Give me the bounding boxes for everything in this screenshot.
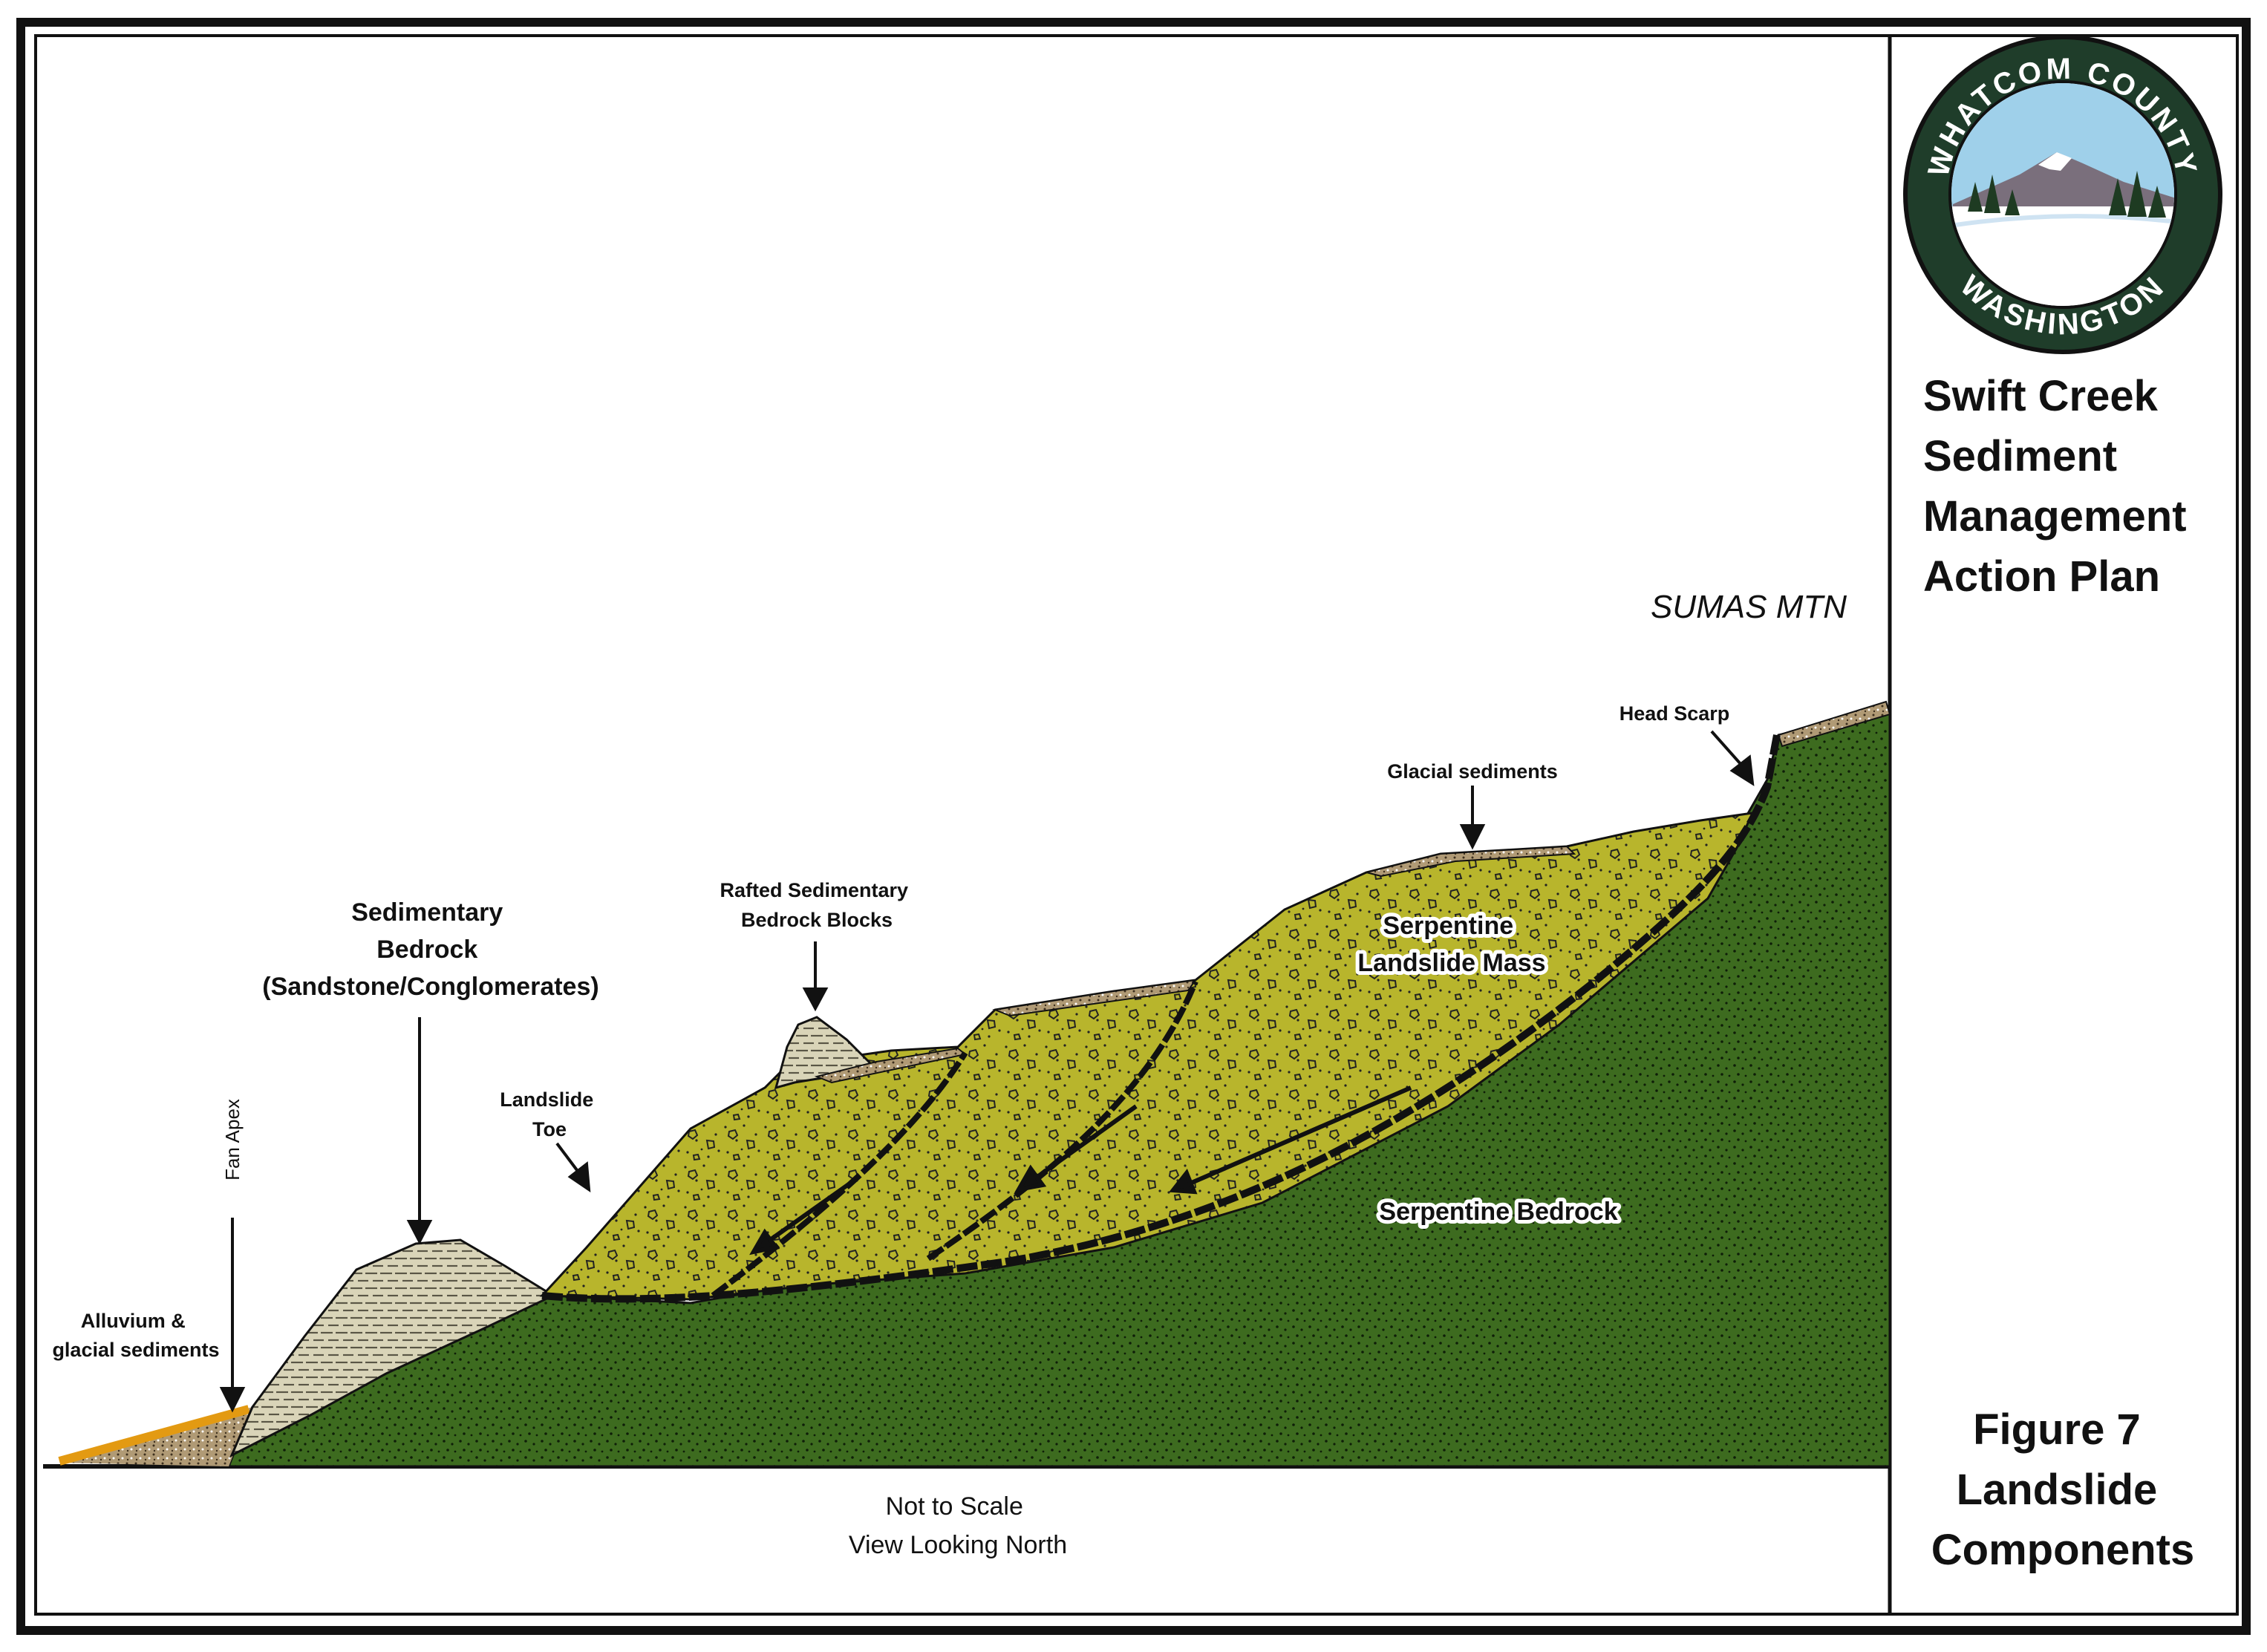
serpentine-bedrock-label: Serpentine Bedrock xyxy=(1379,1198,1617,1226)
glacial-cap-2 xyxy=(992,979,1198,1017)
inner-border xyxy=(34,34,2239,1616)
glacial-cap-1 xyxy=(814,1047,968,1084)
alluvium-label: Alluvium & glacial sediments xyxy=(52,1310,219,1361)
plan-title: Swift Creek Sediment Management Action P… xyxy=(1923,372,2199,601)
landslide-mass-label: Serpentine Landslide Mass xyxy=(1357,912,1545,977)
sedimentary-bedrock-label: Sedimentary Bedrock (Sandstone/Conglomer… xyxy=(262,898,598,1001)
rafted-blocks-label: Rafted Sedimentary Bedrock Blocks xyxy=(720,879,913,931)
whatcom-county-logo: WHATCOM COUNTY WASHINGTON xyxy=(1903,35,2222,354)
head-scarp-label: Head Scarp xyxy=(1619,702,1730,725)
internal-slip-surface-1 xyxy=(711,1051,968,1299)
glacial-cap-3 xyxy=(1366,845,1576,878)
fan-apex-label: Fan Apex xyxy=(221,1099,244,1181)
glacial-cap-4 xyxy=(1777,700,1891,748)
sedimentary-bedrock-layer xyxy=(229,1238,556,1458)
internal-slip-surface-2 xyxy=(926,980,1198,1261)
cross-section xyxy=(58,700,1891,1468)
location-label: SUMAS MTN xyxy=(1651,589,1847,625)
figure-caption: Figure 7 Landslide Components xyxy=(1931,1405,2194,1574)
footer-note: Not to Scale View Looking North xyxy=(849,1492,1067,1559)
label-pointers xyxy=(219,730,1755,1413)
movement-arrows xyxy=(749,1085,1412,1256)
basal-slip-surface xyxy=(541,734,1781,1303)
glacial-sediments-label: Glacial sediments xyxy=(1387,760,1558,783)
alluvium-surface xyxy=(58,1405,250,1466)
landslide-toe-label: Landslide Toe xyxy=(500,1088,599,1140)
outer-border xyxy=(16,18,2251,1635)
